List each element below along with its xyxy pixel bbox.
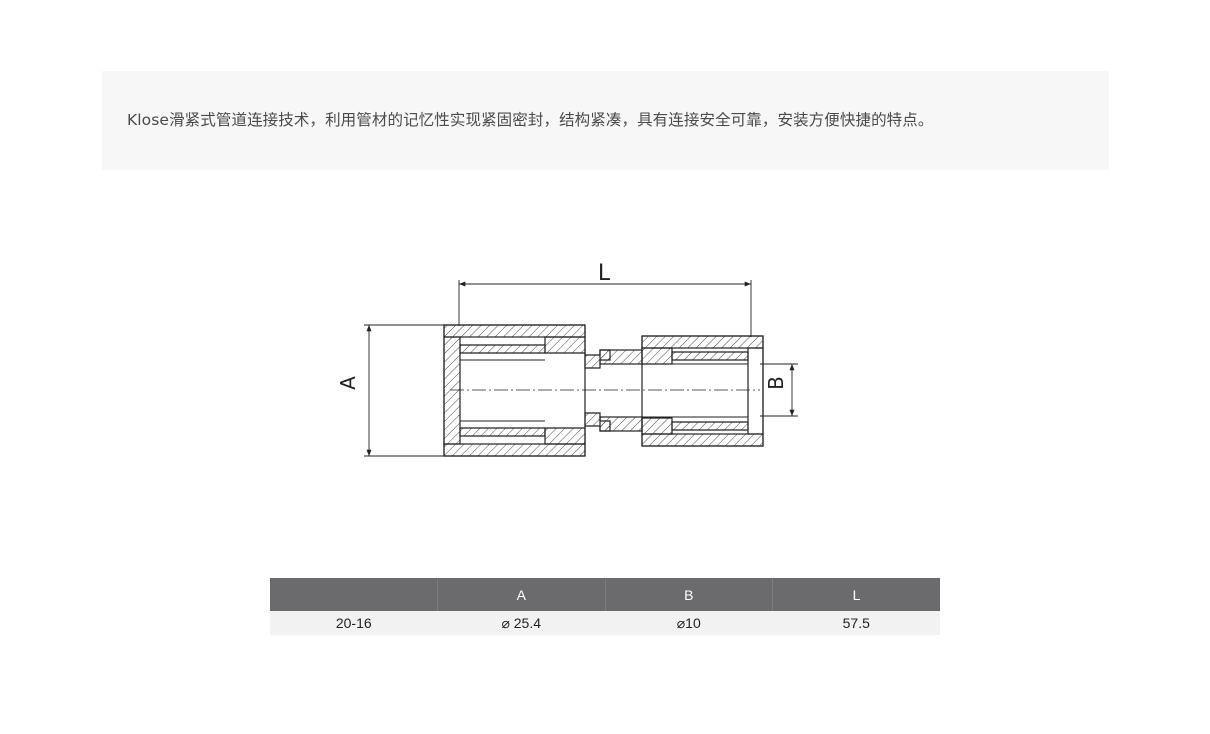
fitting-cross-section-drawing: L A B: [336, 261, 798, 457]
dimension-label-l: L: [598, 261, 611, 286]
dimension-label-b: B: [764, 376, 788, 390]
dimension-l: L: [458, 261, 752, 337]
header-cell-b: B: [605, 578, 773, 611]
header-cell-a: A: [437, 578, 606, 611]
dimension-label-a: A: [336, 376, 360, 390]
spec-table-header: A B L: [270, 578, 940, 611]
spec-table: A B L 20-16 ⌀ 25.4 ⌀10 57.5: [270, 578, 940, 635]
cell-b: ⌀10: [605, 611, 773, 635]
table-row: 20-16 ⌀ 25.4 ⌀10 57.5: [270, 611, 940, 635]
cell-model: 20-16: [270, 611, 438, 635]
intro-text: Klose滑紧式管道连接技术，利用管材的记忆性实现紧固密封，结构紧凑，具有连接安…: [127, 111, 934, 129]
header-cell-model: [270, 578, 438, 611]
fitting-body: [443, 324, 764, 457]
dimension-b: B: [760, 363, 798, 417]
header-cell-l: L: [772, 578, 940, 611]
intro-panel: Klose滑紧式管道连接技术，利用管材的记忆性实现紧固密封，结构紧凑，具有连接安…: [102, 71, 1109, 170]
cell-a: ⌀ 25.4: [437, 611, 605, 635]
dimension-a: A: [336, 324, 445, 457]
cell-l: 57.5: [772, 611, 940, 635]
